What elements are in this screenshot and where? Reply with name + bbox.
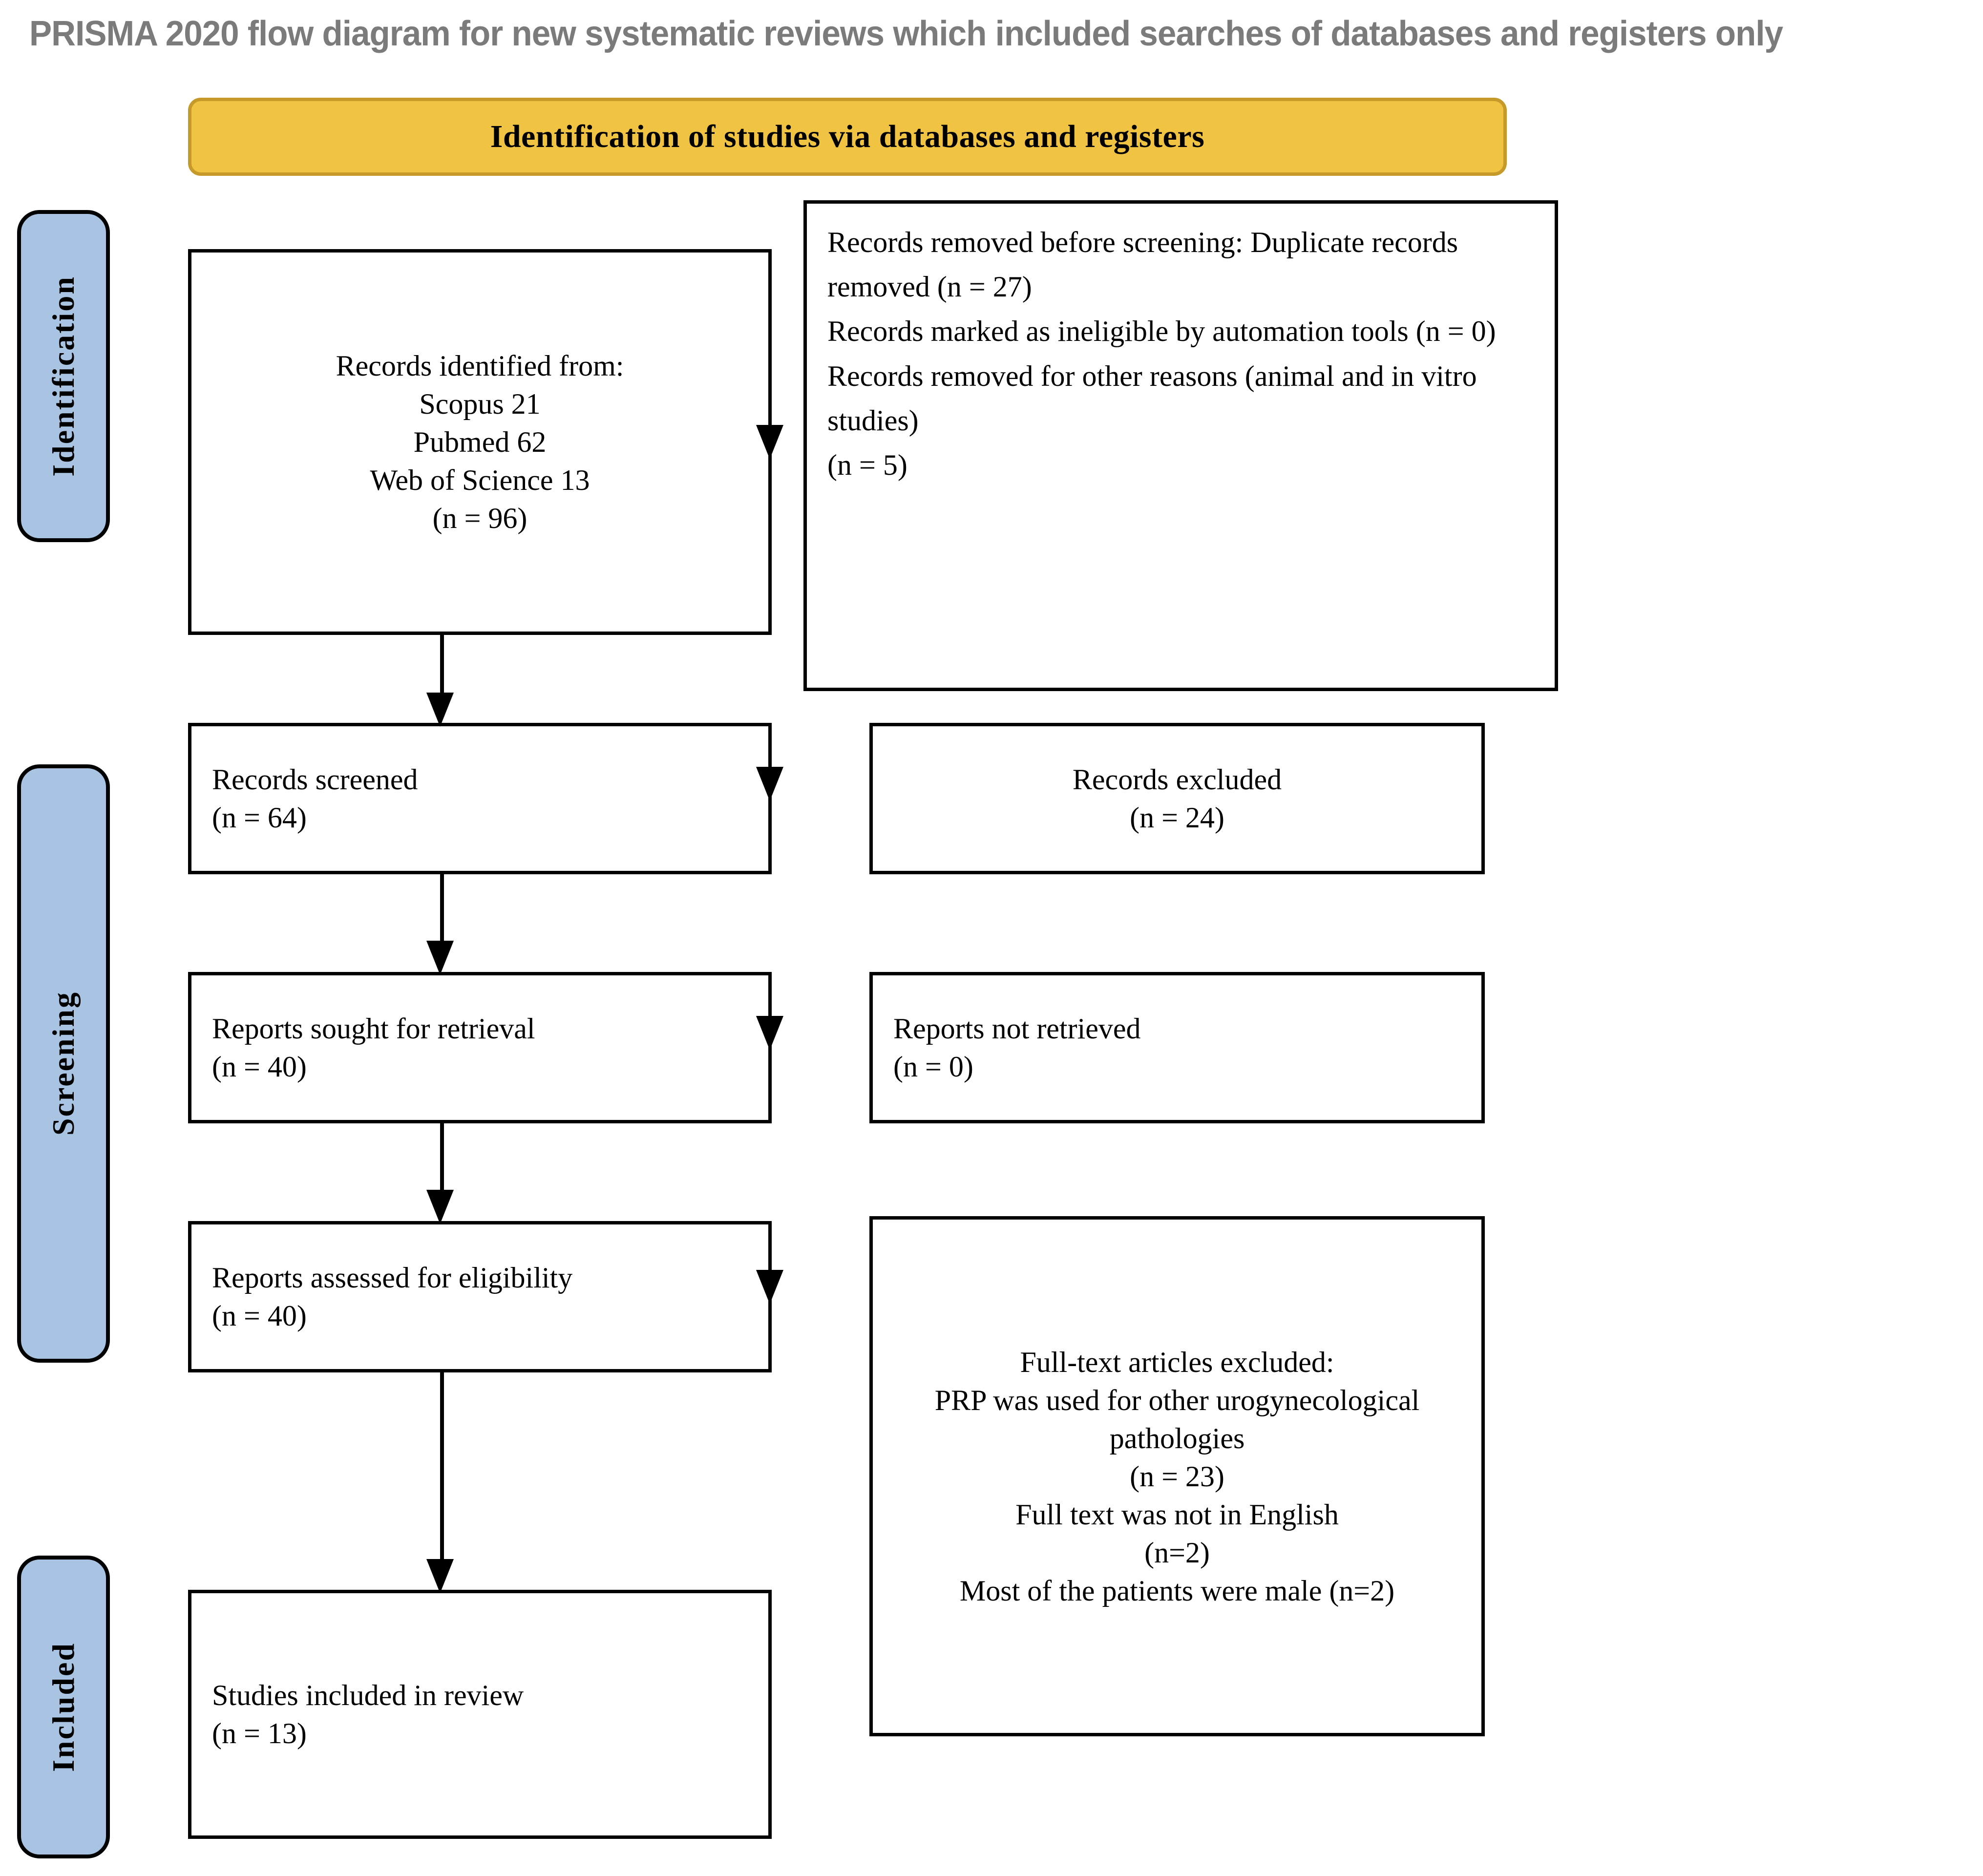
box-reports-assessed: Reports assessed for eligibility (n = 40… (188, 1221, 772, 1372)
stage-label-included-text: Included (46, 1642, 81, 1772)
connector-assessed-to-included (440, 1372, 444, 1562)
identification-banner: Identification of studies via databases … (188, 98, 1507, 176)
arrowhead-screened-to-sought (426, 941, 454, 975)
box-records-excluded-text: Records excluded (n = 24) (1072, 763, 1282, 834)
arrowhead-identified-to-removed (756, 425, 783, 459)
arrowhead-sought-to-assessed (426, 1190, 454, 1224)
arrowhead-sought-to-not-retrieved (756, 1016, 783, 1050)
box-records-screened: Records screened (n = 64) (188, 723, 772, 874)
box-records-identified-text: Records identified from: Scopus 21 Pubme… (336, 350, 624, 534)
box-reports-assessed-text: Reports assessed for eligibility (n = 40… (212, 1262, 573, 1332)
box-records-screened-text: Records screened (n = 64) (212, 763, 418, 834)
box-studies-included-text: Studies included in review (n = 13) (212, 1679, 524, 1750)
box-records-identified: Records identified from: Scopus 21 Pubme… (188, 249, 772, 635)
arrowhead-screened-to-excluded (756, 767, 783, 801)
stage-label-included: Included (17, 1556, 110, 1858)
box-records-excluded: Records excluded (n = 24) (869, 723, 1485, 874)
box-fulltext-articles-excluded-text: Full-text articles excluded: PRP was use… (934, 1346, 1420, 1607)
box-reports-sought-text: Reports sought for retrieval (n = 40) (212, 1012, 535, 1083)
stage-label-identification: Identification (17, 210, 110, 542)
box-reports-not-retrieved: Reports not retrieved (n = 0) (869, 972, 1485, 1123)
page-title: PRISMA 2020 flow diagram for new systema… (29, 14, 1783, 53)
stage-label-identification-text: Identification (46, 275, 81, 477)
stage-label-screening-text: Screening (46, 991, 81, 1136)
stage-label-screening: Screening (17, 764, 110, 1363)
box-studies-included: Studies included in review (n = 13) (188, 1590, 772, 1839)
box-fulltext-articles-excluded: Full-text articles excluded: PRP was use… (869, 1216, 1485, 1736)
connector-sought-to-assessed (440, 1123, 444, 1193)
connector-screened-to-sought (440, 874, 444, 944)
arrowhead-assessed-to-included (426, 1559, 454, 1593)
connector-identified-to-screened (440, 635, 444, 696)
box-reports-not-retrieved-text: Reports not retrieved (n = 0) (893, 1012, 1141, 1083)
box-reports-sought: Reports sought for retrieval (n = 40) (188, 972, 772, 1123)
arrowhead-assessed-to-fulltext-excluded (756, 1270, 783, 1304)
identification-banner-label: Identification of studies via databases … (490, 119, 1205, 154)
box-records-removed-before-screening: Records removed before screening: Duplic… (803, 200, 1558, 691)
arrowhead-identified-to-screened (426, 693, 454, 727)
box-records-removed-text: Records removed before screening: Duplic… (827, 226, 1496, 481)
